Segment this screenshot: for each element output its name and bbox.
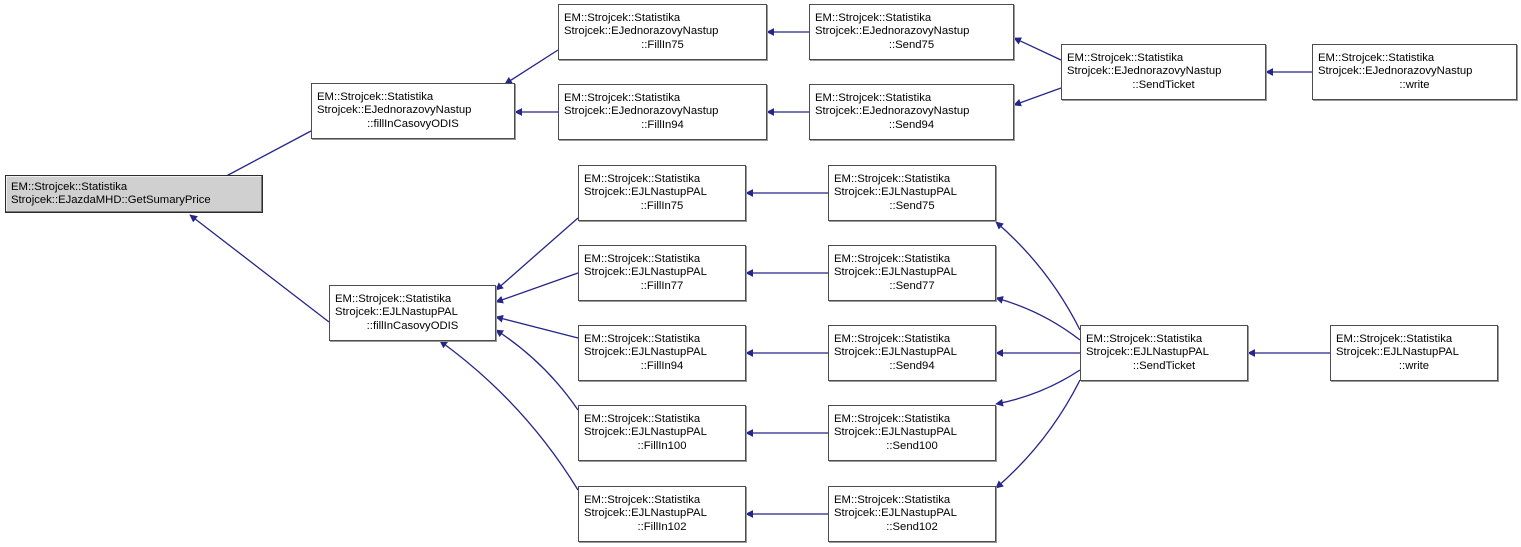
- node-label-line: ::FillIn75: [641, 38, 684, 51]
- node-label-line: ::Send94: [888, 118, 935, 131]
- node-label-line: EM::Strojcek::Statistika: [584, 412, 701, 425]
- node-label-line: EM::Strojcek::Statistika: [11, 180, 128, 193]
- graph-edge-ejl-fill-odis-to-root: [189, 214, 330, 323]
- graph-edge-ejn-sendticket-to-ejn-send75: [1013, 37, 1062, 61]
- node-label-line: ::fillInCasovyODIS: [366, 319, 459, 332]
- graph-edge-ejn-sendticket-to-ejn-send94: [1013, 87, 1062, 107]
- node-label-line: Strojcek::EJLNastupPAL: [584, 346, 707, 359]
- node-label-line: ::Send100: [886, 439, 938, 452]
- node-label-line: Strojcek::EJednorazovyNastup: [1318, 65, 1473, 78]
- node-label-line: Strojcek::EJLNastupPAL: [584, 266, 707, 279]
- node-label-line: ::Send75: [889, 199, 935, 212]
- node-label-line: EM::Strojcek::Statistika: [564, 91, 681, 104]
- node-label-line: ::FillIn102: [637, 520, 687, 533]
- node-label-line: Strojcek::EJLNastupPAL: [834, 426, 957, 439]
- node-label-line: ::FillIn94: [640, 359, 684, 372]
- node-label-line: EM::Strojcek::Statistika: [1086, 332, 1203, 345]
- node-label-line: Strojcek::EJLNastupPAL: [584, 186, 707, 199]
- node-label-line: EM::Strojcek::Statistika: [1336, 332, 1453, 345]
- node-label-line: EM::Strojcek::Statistika: [584, 332, 701, 345]
- node-label-line: Strojcek::EJLNastupPAL: [584, 507, 707, 520]
- node-label-line: EM::Strojcek::Statistika: [317, 90, 434, 103]
- node-label-line: EM::Strojcek::Statistika: [834, 252, 951, 265]
- node-label-line: Strojcek::EJLNastupPAL: [834, 186, 957, 199]
- node-label-line: ::FillIn100: [637, 439, 687, 452]
- node-label-line: Strojcek::EJednorazovyNastup: [815, 105, 970, 118]
- node-label-line: Strojcek::EJLNastupPAL: [834, 266, 957, 279]
- node-label-line: Strojcek::EJLNastupPAL: [1086, 346, 1209, 359]
- graph-edge-ejn-fillin75-to-ejn-fill-odis: [504, 49, 559, 85]
- node-label-line: EM::Strojcek::Statistika: [1067, 51, 1184, 64]
- node-label-line: ::SendTicket: [1132, 78, 1195, 91]
- node-label-line: EM::Strojcek::Statistika: [834, 412, 951, 425]
- node-label-line: EM::Strojcek::Statistika: [335, 292, 452, 305]
- graph-edge-ejl-fillin102-to-ejl-fill-odis: [439, 340, 579, 491]
- node-label-line: Strojcek::EJednorazovyNastup: [317, 104, 472, 117]
- graph-edge-ejl-sendticket-to-ejl-send75: [995, 221, 1081, 331]
- graph-edge-ejl-sendticket-to-ejl-send100: [995, 369, 1081, 407]
- node-label-line: Strojcek::EJLNastupPAL: [1336, 346, 1459, 359]
- node-label-line: EM::Strojcek::Statistika: [834, 172, 951, 185]
- node-label-line: Strojcek::EJednorazovyNastup: [564, 105, 719, 118]
- node-label-line: ::Send94: [889, 359, 935, 372]
- node-label-line: EM::Strojcek::Statistika: [815, 91, 932, 104]
- node-label-line: Strojcek::EJazdaMHD::GetSumaryPrice: [11, 194, 211, 206]
- node-label-line: ::FillIn77: [640, 279, 684, 292]
- graph-edge-ejl-fillin94-to-ejl-fill-odis: [495, 314, 579, 339]
- node-label-line: EM::Strojcek::Statistika: [584, 493, 701, 506]
- node-label-line: ::SendTicket: [1132, 359, 1196, 372]
- node-label-line: EM::Strojcek::Statistika: [1318, 51, 1435, 64]
- graph-edge-ejl-fillin75-to-ejl-fill-odis: [495, 217, 579, 291]
- node-label-line: Strojcek::EJednorazovyNastup: [815, 25, 970, 38]
- node-label-line: ::FillIn75: [640, 199, 684, 212]
- node-label-line: Strojcek::EJLNastupPAL: [834, 507, 957, 520]
- node-label-line: ::write: [1399, 78, 1430, 91]
- node-label-line: ::fillInCasovyODIS: [367, 117, 459, 130]
- node-label-line: EM::Strojcek::Statistika: [834, 332, 951, 345]
- node-label-line: Strojcek::EJLNastupPAL: [335, 306, 458, 319]
- node-label-line: EM::Strojcek::Statistika: [834, 493, 951, 506]
- node-label-line: EM::Strojcek::Statistika: [564, 11, 681, 24]
- node-label-line: ::FillIn94: [641, 118, 684, 131]
- graph-edge-ejl-fillin77-to-ejl-fill-odis: [495, 272, 579, 304]
- node-label-line: ::write: [1398, 359, 1430, 372]
- node-label-line: EM::Strojcek::Statistika: [584, 172, 701, 185]
- node-label-line: Strojcek::EJLNastupPAL: [584, 426, 707, 439]
- node-label-line: Strojcek::EJLNastupPAL: [834, 346, 957, 359]
- graph-edge-ejl-fillin100-to-ejl-fill-odis: [495, 329, 579, 411]
- node-label-line: ::Send77: [889, 279, 935, 292]
- node-label-line: EM::Strojcek::Statistika: [815, 11, 932, 24]
- node-label-line: Strojcek::EJednorazovyNastup: [1067, 65, 1222, 78]
- graph-edge-ejl-sendticket-to-ejl-send77: [995, 296, 1081, 341]
- node-label-line: ::Send75: [888, 38, 935, 51]
- node-label-line: ::Send102: [886, 520, 938, 533]
- node-label-line: Strojcek::EJednorazovyNastup: [564, 25, 719, 38]
- node-label-line: EM::Strojcek::Statistika: [584, 252, 701, 265]
- graph-edge-ejl-sendticket-to-ejl-send102: [995, 379, 1081, 489]
